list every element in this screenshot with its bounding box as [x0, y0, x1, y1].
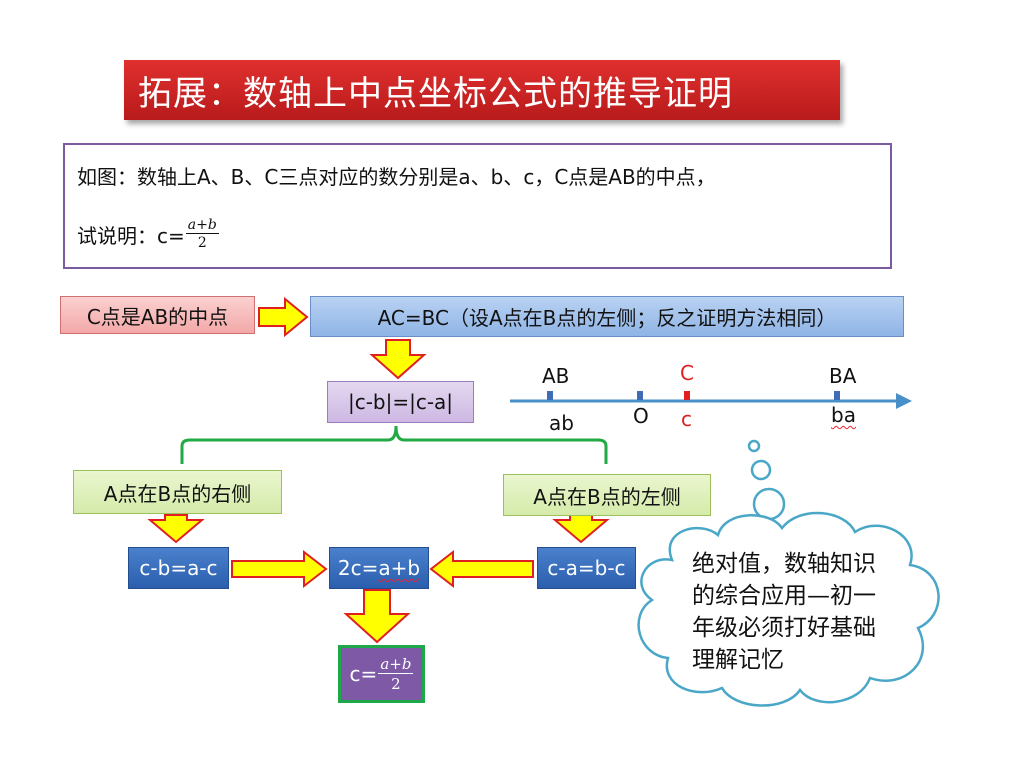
arrow-down-3	[552, 514, 610, 544]
eq-mid-prefix: 2c=	[337, 556, 379, 580]
start-box: C点是AB的中点	[60, 296, 255, 334]
abs-equation-box: |c-b|=|c-a|	[327, 381, 474, 423]
thought-bubble-medium	[750, 459, 772, 481]
cloud-note: 绝对值，数轴知识的综合应用—初一年级必须打好基础理解记忆	[692, 551, 876, 673]
eq-mid-box: 2c=a+b	[329, 547, 429, 589]
arrow-right-1	[258, 296, 309, 338]
problem-line-1: 如图：数轴上A、B、C三点对应的数分别是a、b、c，C点是AB的中点，	[77, 165, 716, 189]
result-fraction: a+b 2	[378, 655, 414, 693]
case-left-box: A点在B点的左侧	[503, 474, 711, 516]
nl-label-c-top: C	[680, 361, 694, 385]
arrow-left-1	[429, 549, 534, 589]
problem-frac-num: a+b	[185, 217, 219, 234]
slide-title: 拓展：数轴上中点坐标公式的推导证明	[124, 60, 840, 120]
numberline-arrowhead	[896, 393, 912, 409]
arrow-right-2	[231, 549, 328, 589]
ac-bc-box: AC=BC（设A点在B点的左侧；反之证明方法相同）	[310, 296, 904, 337]
problem-line-2: 试说明：c= a+b 2	[77, 217, 219, 251]
nl-label-ab-top: AB	[542, 364, 570, 388]
tick-c	[684, 391, 690, 400]
nl-label-ab-bottom: ab	[549, 411, 574, 435]
problem-frac-den: 2	[197, 235, 207, 251]
problem-fraction: a+b 2	[185, 217, 219, 251]
result-box: c= a+b 2	[338, 645, 425, 703]
arrow-down-2	[147, 514, 205, 544]
case-right-box: A点在B点的右侧	[73, 470, 282, 514]
eq-left-box: c-b=a-c	[128, 547, 229, 589]
thought-bubble-small	[747, 439, 761, 453]
problem-prefix: 试说明：c=	[77, 223, 185, 248]
cloud-shape	[637, 511, 940, 707]
green-brace	[180, 425, 608, 464]
result-prefix: c=	[349, 662, 378, 686]
arrow-down-4	[343, 589, 411, 644]
eq-mid-rest: a+b	[378, 556, 421, 580]
nl-label-ba-bottom: ba	[831, 403, 856, 427]
eq-right-box: c-a=b-c	[537, 547, 636, 589]
nl-label-o: O	[633, 404, 649, 428]
result-frac-den: 2	[391, 675, 401, 693]
problem-box: 如图：数轴上A、B、C三点对应的数分别是a、b、c，C点是AB的中点， 试说明：…	[63, 143, 892, 269]
tick-o	[637, 391, 643, 400]
result-frac-num: a+b	[378, 655, 414, 674]
nl-label-c-bottom: c	[681, 407, 692, 431]
tick-ba	[834, 391, 840, 400]
nl-label-ba-top: BA	[829, 364, 857, 388]
tick-ab	[547, 391, 553, 400]
arrow-down-1	[369, 339, 427, 380]
